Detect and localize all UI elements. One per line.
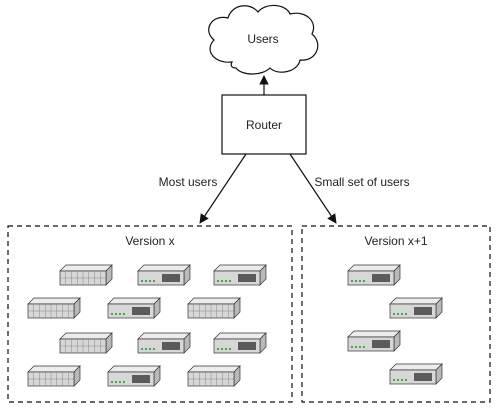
- edge-label-small-set: Small set of users: [314, 175, 409, 189]
- server-icon: [27, 365, 81, 387]
- server-icon: [347, 330, 401, 352]
- server-icon: [389, 297, 443, 319]
- server-icon: [213, 264, 267, 286]
- group-title-version-x1: Version x+1: [364, 234, 427, 248]
- server-icon: [347, 264, 401, 286]
- group-version-x: Version x: [7, 225, 293, 403]
- server-icon: [137, 264, 191, 286]
- server-icon: [389, 363, 443, 385]
- server-icon: [59, 264, 113, 286]
- server-icon: [213, 332, 267, 354]
- server-rack-group: [27, 264, 267, 387]
- server-icon: [27, 297, 81, 319]
- server-icon: [107, 365, 161, 387]
- router-label: Router: [246, 118, 282, 132]
- server-icon: [137, 332, 191, 354]
- router-to-version-x1-edge: [289, 153, 337, 224]
- router-node: Router: [221, 94, 307, 155]
- server-icon: [187, 297, 241, 319]
- group-title-version-x: Version x: [125, 234, 174, 248]
- users-cloud: Users: [208, 4, 319, 75]
- server-icon: [187, 365, 241, 387]
- server-icon: [59, 332, 113, 354]
- server-icon: [107, 297, 161, 319]
- group-version-x1: Version x+1: [301, 225, 491, 403]
- edge-label-most-users: Most users: [159, 175, 218, 189]
- server-rack-group: [347, 264, 443, 385]
- cloud-label: Users: [247, 32, 278, 46]
- router-to-version-x-edge: [199, 153, 247, 224]
